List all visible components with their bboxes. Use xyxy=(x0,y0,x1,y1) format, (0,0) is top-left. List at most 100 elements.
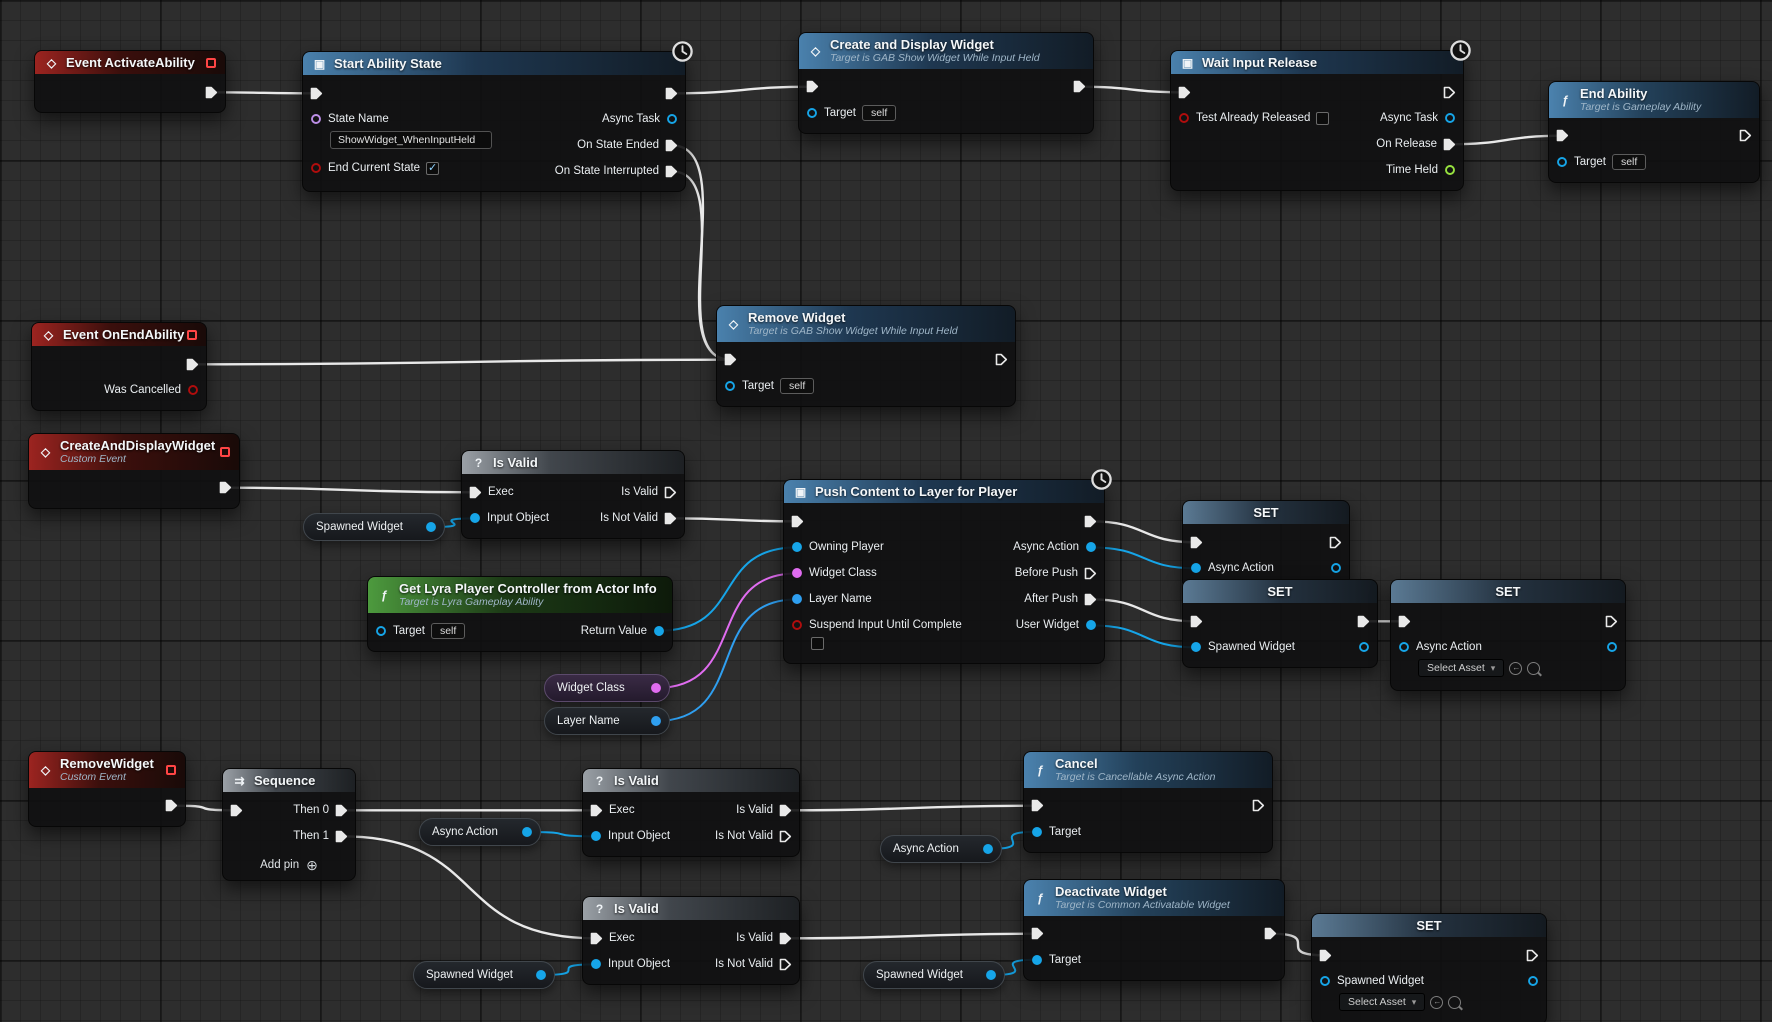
exec-pin-icon[interactable] xyxy=(1443,138,1456,151)
pin-execOut[interactable] xyxy=(1436,80,1463,104)
exec-pin-icon[interactable] xyxy=(1031,799,1044,812)
pin-layerName[interactable]: Layer Name xyxy=(784,587,969,611)
node-header[interactable]: SET xyxy=(1391,580,1625,604)
pin-owningPlayer[interactable]: Owning Player xyxy=(784,535,969,559)
float-pin-icon[interactable] xyxy=(1444,164,1456,176)
pin-testAlreadyReleased[interactable]: Test Already Released xyxy=(1171,106,1336,130)
bool-pin-icon[interactable] xyxy=(187,384,199,396)
use-asset-icon[interactable] xyxy=(1509,661,1523,675)
var-get-pillAsync2[interactable]: Async Action xyxy=(880,835,1002,863)
pin-out[interactable] xyxy=(985,969,997,981)
pin-default-value[interactable]: self xyxy=(430,622,466,639)
pin-inputObject[interactable]: Input Object xyxy=(583,824,677,848)
pin-execIn[interactable] xyxy=(1183,609,1302,633)
var-get-pillLayerName[interactable]: Layer Name xyxy=(544,707,670,735)
pin-spawnedWidget[interactable]: Spawned Widget xyxy=(1183,635,1302,659)
pin-widgetClass[interactable]: Widget Class xyxy=(784,561,969,585)
pin-onRelease[interactable]: On Release xyxy=(1369,132,1463,156)
pin-execIn[interactable] xyxy=(717,348,821,372)
exec-pin-icon[interactable] xyxy=(1031,927,1044,940)
pin-timeHeld[interactable]: Time Held xyxy=(1379,158,1463,182)
exec-pin-icon[interactable] xyxy=(665,165,678,178)
pin-asyncAction[interactable]: Async Action xyxy=(1006,535,1104,559)
exec-pin-icon[interactable] xyxy=(1526,949,1539,962)
pin-execOut[interactable] xyxy=(1598,609,1625,633)
bool-pin-icon[interactable] xyxy=(1178,112,1190,124)
exec-pin-icon[interactable] xyxy=(590,932,603,945)
pin-execIn[interactable] xyxy=(1549,124,1653,148)
var-get-pillWidgetClass[interactable]: Widget Class xyxy=(544,674,670,702)
pin-then1[interactable]: Then 1 xyxy=(286,824,355,848)
pin-inputObject[interactable]: Input Object xyxy=(462,506,556,530)
object-pin-icon[interactable] xyxy=(535,969,547,981)
pin-afterPush[interactable]: After Push xyxy=(1017,587,1104,611)
pin-execIn[interactable]: Exec xyxy=(462,480,556,504)
pin-execOut[interactable] xyxy=(179,352,206,376)
pin-execIn[interactable] xyxy=(1312,943,1469,967)
node-header[interactable]: ▣Start Ability State xyxy=(303,52,685,76)
exec-pin-icon[interactable] xyxy=(1329,536,1342,549)
pin-out[interactable] xyxy=(535,969,547,981)
object-pin-icon[interactable] xyxy=(1031,954,1043,966)
node-header[interactable]: ?Is Valid xyxy=(583,769,799,793)
pin-wasCancelled[interactable]: Was Cancelled xyxy=(97,378,206,402)
pin-execIn[interactable] xyxy=(1171,80,1336,104)
exec-pin-icon[interactable] xyxy=(664,512,677,525)
object-pin-icon[interactable] xyxy=(1319,975,1331,987)
exec-pin-icon[interactable] xyxy=(230,804,243,817)
checkbox[interactable]: ✓ xyxy=(426,161,440,175)
object-pin-icon[interactable] xyxy=(985,969,997,981)
exec-pin-icon[interactable] xyxy=(590,804,603,817)
object-pin-icon[interactable] xyxy=(1085,619,1097,631)
pin-outVal[interactable] xyxy=(1323,556,1349,580)
node-header[interactable]: SET xyxy=(1183,501,1349,525)
pin-execOut[interactable] xyxy=(1066,75,1093,99)
tag-pin-icon[interactable] xyxy=(650,715,662,727)
pin-default-value[interactable]: self xyxy=(861,104,897,121)
pin-isValid[interactable]: Is Valid xyxy=(729,798,799,822)
node-header[interactable]: SET xyxy=(1312,914,1546,938)
pin-isNotValid[interactable]: Is Not Valid xyxy=(593,506,684,530)
class-pin-icon[interactable] xyxy=(650,682,662,694)
exec-pin-icon[interactable] xyxy=(779,804,792,817)
exec-pin-icon[interactable] xyxy=(664,486,677,499)
object-pin-icon[interactable] xyxy=(1444,112,1456,124)
pin-beforePush[interactable]: Before Push xyxy=(1008,561,1104,585)
pin-execOut[interactable] xyxy=(158,794,185,818)
object-pin-icon[interactable] xyxy=(806,107,818,119)
pin-asyncTask[interactable]: Async Task xyxy=(1373,106,1463,130)
pin-out[interactable] xyxy=(425,521,437,533)
exec-pin-icon[interactable] xyxy=(791,515,804,528)
pin-execOut[interactable] xyxy=(658,81,685,105)
class-pin-icon[interactable] xyxy=(791,567,803,579)
pin-then0[interactable]: Then 0 xyxy=(286,798,355,822)
object-pin-icon[interactable] xyxy=(1031,826,1043,838)
pin-suspendInput[interactable]: Suspend Input Until Complete xyxy=(784,613,969,637)
exec-pin-icon[interactable] xyxy=(1357,615,1370,628)
pin-execIn[interactable]: Exec xyxy=(583,926,677,950)
node-header[interactable]: ?Is Valid xyxy=(583,897,799,921)
object-pin-icon[interactable] xyxy=(653,625,665,637)
pin-execIn[interactable]: Exec xyxy=(583,798,677,822)
delegate-pin-icon[interactable] xyxy=(166,764,176,775)
pin-execIn[interactable] xyxy=(1024,922,1088,946)
pin-outVal[interactable] xyxy=(1599,635,1625,659)
node-header[interactable]: ◇Event OnEndAbility xyxy=(32,323,206,347)
pin-spawnedWidget[interactable]: Spawned Widget xyxy=(1312,969,1469,993)
pin-execIn[interactable] xyxy=(799,75,903,99)
object-pin-icon[interactable] xyxy=(1556,156,1568,168)
exec-pin-icon[interactable] xyxy=(1084,515,1097,528)
